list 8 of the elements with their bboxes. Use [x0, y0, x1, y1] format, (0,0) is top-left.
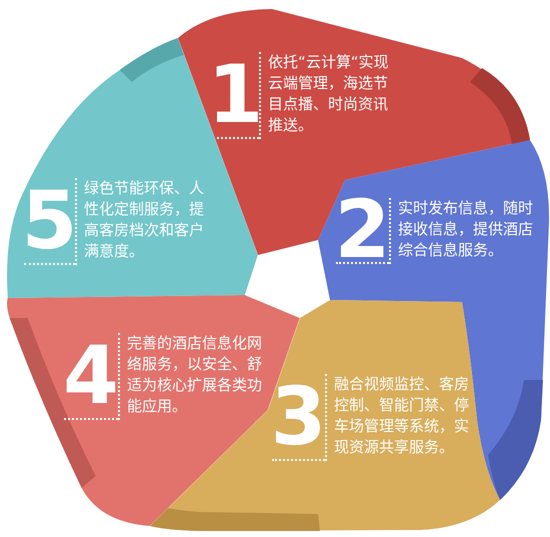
- step-description: 绿色节能环保、人性化定制服务，提高客房档次和客户满意度。: [74, 178, 206, 265]
- step-description: 完善的酒店信息化网络服务，以安全、舒适为核心扩展各类功能应用。: [118, 333, 264, 420]
- step-number: 5: [24, 178, 75, 265]
- step-description: 依托“云计算“实现云端管理，海选节目点播、时尚资讯推送。: [259, 52, 392, 139]
- step-number: 4: [64, 333, 118, 420]
- step-description: 融合视频监控、客房控制、智能门禁、停车场管理等系统，实现资源共享服务。: [325, 374, 471, 461]
- step-description: 实时发布信息，随时接收信息，提供酒店综合信息服务。: [389, 198, 535, 264]
- step-number: 2: [336, 198, 389, 264]
